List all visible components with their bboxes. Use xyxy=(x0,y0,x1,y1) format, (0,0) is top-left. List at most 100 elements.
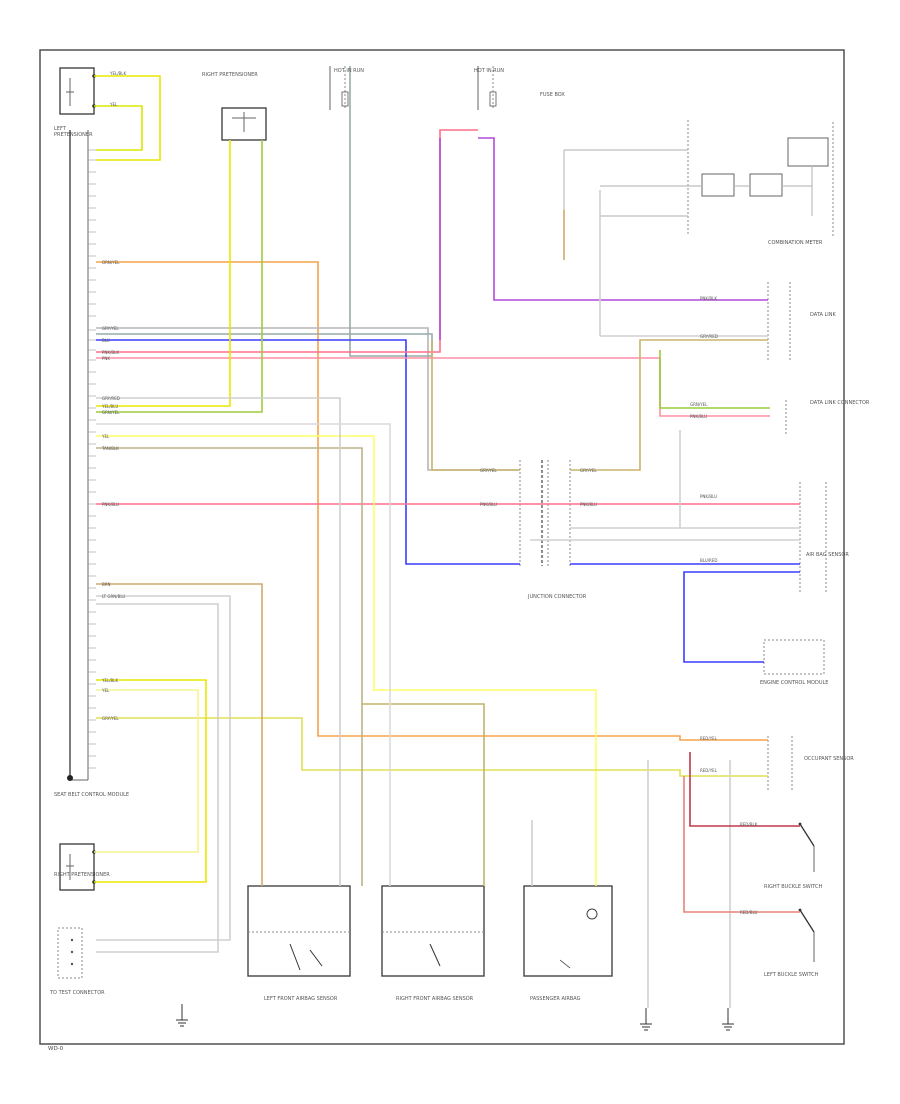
svg-text:LEFT FRONT AIRBAG SENSOR: LEFT FRONT AIRBAG SENSOR xyxy=(264,996,338,1002)
wire-yellow-6 xyxy=(94,689,199,853)
pin-ticks xyxy=(88,149,96,769)
component-labels: LEFT PRETENSIONER RIGHT PRETENSIONER HOT… xyxy=(49,68,870,1002)
left-buckle-switch xyxy=(798,908,815,962)
airbag-sensor-connector xyxy=(799,482,827,592)
svg-text:GRY/YEL: GRY/YEL xyxy=(580,468,597,473)
svg-text:YEL: YEL xyxy=(101,688,110,693)
wire-yellow-5 xyxy=(94,679,207,883)
svg-text:PNK/BLU: PNK/BLU xyxy=(690,414,707,419)
svg-text:GRN/YEL: GRN/YEL xyxy=(102,410,120,415)
svg-text:RED/YEL: RED/YEL xyxy=(700,768,718,773)
svg-text:ENGINE CONTROL MODULE: ENGINE CONTROL MODULE xyxy=(760,680,828,686)
wire-yellow-2 xyxy=(96,140,231,407)
left-front-airbag-sensor xyxy=(247,885,351,977)
svg-text:GRY/YEL: GRY/YEL xyxy=(102,326,119,331)
svg-text:LEFT: LEFT xyxy=(54,126,67,132)
svg-text:HOT IN RUN: HOT IN RUN xyxy=(474,68,504,74)
svg-text:GRN/YEL: GRN/YEL xyxy=(690,402,708,407)
occupant-sensor-connector xyxy=(767,736,793,790)
svg-text:RED/BLK: RED/BLK xyxy=(740,822,758,827)
ground-dot xyxy=(67,775,73,781)
ground-symbol xyxy=(640,1008,652,1031)
splice-junction xyxy=(519,460,571,566)
ground-symbol xyxy=(176,1004,188,1027)
wire-yellow-pretensioner xyxy=(94,75,161,161)
svg-text:GRY/YEL: GRY/YEL xyxy=(102,716,119,721)
svg-text:YEL/BLU: YEL/BLU xyxy=(101,404,118,409)
svg-text:TAN/BLK: TAN/BLK xyxy=(101,446,119,451)
svg-text:FUSE BOX: FUSE BOX xyxy=(540,92,565,98)
wire-tan-3 xyxy=(362,703,485,886)
wire-yellow-3 xyxy=(96,435,597,886)
right-buckle-switch xyxy=(798,822,815,872)
wire-yellow-4 xyxy=(96,717,768,777)
diagram-border xyxy=(39,49,845,1045)
wire-olive-2 xyxy=(659,350,770,409)
svg-text:RIGHT PRETENSIONER: RIGHT PRETENSIONER xyxy=(54,872,110,878)
svg-text:GRY/RED: GRY/RED xyxy=(700,334,718,339)
wire-pink-1 xyxy=(96,129,478,353)
svg-text:PNK/BLU: PNK/BLU xyxy=(102,502,119,507)
svg-text:PNK/BLK: PNK/BLK xyxy=(102,350,119,355)
wire-salmon-buckle xyxy=(683,776,800,913)
wire-lightgray-5 xyxy=(530,527,800,541)
wire-tan-2 xyxy=(96,447,363,886)
wire-purple xyxy=(439,137,768,340)
wire-green xyxy=(96,140,263,413)
svg-text:COMBINATION METER: COMBINATION METER xyxy=(768,240,823,246)
svg-text:YEL/BLK: YEL/BLK xyxy=(101,678,119,683)
svg-text:PNK: PNK xyxy=(102,356,110,361)
svg-text:OCCUPANT SENSOR: OCCUPANT SENSOR xyxy=(804,756,854,762)
wire-gray-2 xyxy=(96,66,433,357)
svg-text:PNK/BLU: PNK/BLU xyxy=(700,494,717,499)
wire-lightgray-4 xyxy=(96,603,219,953)
svg-text:YEL: YEL xyxy=(109,102,118,107)
svg-text:RED/BLU: RED/BLU xyxy=(740,910,758,915)
wire-blue xyxy=(96,339,800,663)
svg-text:LT GRN/BLU: LT GRN/BLU xyxy=(102,594,125,599)
wire-lightgray-1 xyxy=(96,397,341,886)
svg-text:RIGHT BUCKLE SWITCH: RIGHT BUCKLE SWITCH xyxy=(764,884,822,890)
svg-text:PNK/BLU: PNK/BLU xyxy=(480,502,497,507)
svg-text:SEAT BELT CONTROL MODULE: SEAT BELT CONTROL MODULE xyxy=(54,792,129,798)
svg-text:BLU/RED: BLU/RED xyxy=(700,558,717,563)
right-front-airbag-sensor xyxy=(381,885,485,977)
svg-text:PNK/BLU: PNK/BLU xyxy=(580,502,597,507)
wire-code-labels: YEL/BLK YEL ORN/YEL GRY/YEL BLU PNK/BLK PNK… xyxy=(101,71,758,915)
svg-text:DATA LINK: DATA LINK xyxy=(810,312,836,318)
fuse-supply-2 xyxy=(477,66,497,110)
wire-yellow-pretensioner-2 xyxy=(94,105,143,151)
svg-text:JUNCTION CONNECTOR: JUNCTION CONNECTOR xyxy=(527,594,587,600)
data-link-connector xyxy=(767,282,791,362)
wire-tan xyxy=(96,583,263,886)
svg-text:TO TEST CONNECTOR: TO TEST CONNECTOR xyxy=(49,990,105,996)
wire-lightgray-3 xyxy=(96,595,231,941)
svg-text:AIR BAG SENSOR: AIR BAG SENSOR xyxy=(806,552,849,558)
svg-text:LEFT BUCKLE SWITCH: LEFT BUCKLE SWITCH xyxy=(764,972,819,978)
svg-text:RED/YEL: RED/YEL xyxy=(700,736,718,741)
svg-text:GRY/YEL: GRY/YEL xyxy=(480,468,497,473)
fuse-supply-1 xyxy=(329,66,349,110)
svg-text:HOT IN RUN: HOT IN RUN xyxy=(334,68,364,74)
svg-text:BLU: BLU xyxy=(102,338,110,343)
svg-text:DATA LINK CONNECTOR: DATA LINK CONNECTOR xyxy=(810,400,870,406)
wire-orange xyxy=(96,261,768,741)
svg-text:BRN: BRN xyxy=(102,582,111,587)
wire-lightgray-2 xyxy=(96,423,391,886)
engine-control-module xyxy=(763,639,825,675)
svg-text:ORN/YEL: ORN/YEL xyxy=(102,260,120,265)
svg-text:RIGHT PRETENSIONER: RIGHT PRETENSIONER xyxy=(202,72,258,78)
control-module xyxy=(67,130,96,781)
test-connector xyxy=(57,927,83,979)
svg-text:PASSENGER AIRBAG: PASSENGER AIRBAG xyxy=(530,996,581,1002)
wire-lightgray-6 xyxy=(599,190,768,337)
svg-text:YEL: YEL xyxy=(101,434,110,439)
left-pretensioner-bottom xyxy=(59,843,96,891)
combination-meter xyxy=(563,120,834,236)
footer-code: WD-0 xyxy=(48,1046,64,1052)
pretensioner-connector-top xyxy=(221,107,267,141)
svg-text:YEL/BLK: YEL/BLK xyxy=(109,71,127,76)
svg-text:PNK/BLK: PNK/BLK xyxy=(700,296,717,301)
